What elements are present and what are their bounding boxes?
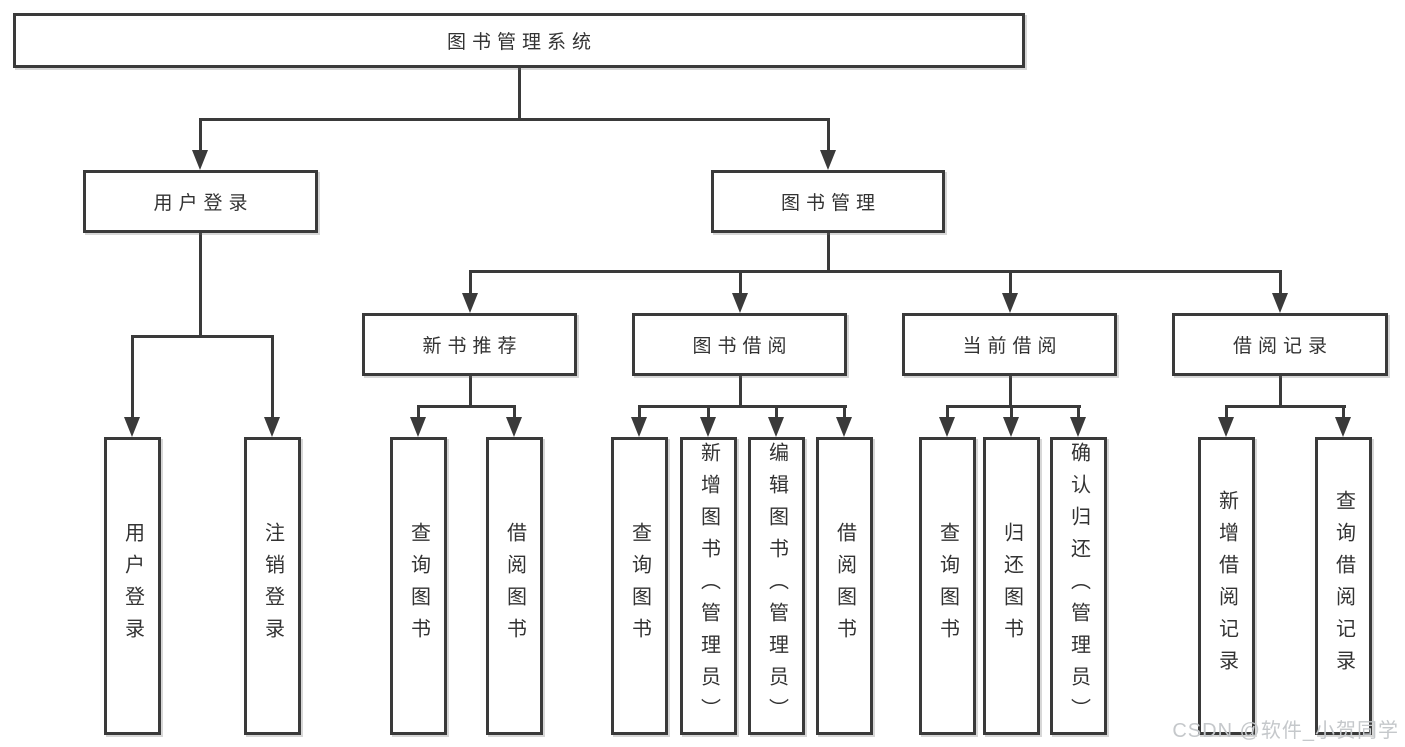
connector-line [946,405,1081,408]
leaf-add-borrow-record-label: 新增借阅记录 [1215,490,1238,682]
leaf-query-book-recommend: 查询图书 [390,437,447,735]
arrow-down-icon [1218,417,1234,437]
connector-line [131,335,274,338]
arrow-down-icon [506,417,522,437]
leaf-borrow-book-recommend-label: 借阅图书 [503,522,526,650]
connector-line [513,405,516,421]
node-borrow-records-label: 借阅记录 [1232,336,1333,357]
arrow-down-icon [732,293,748,313]
arrow-down-icon [1002,293,1018,313]
connector-line [739,374,742,408]
node-book-management: 图书管理 [711,170,945,233]
connector-line [518,66,521,121]
leaf-borrow-book-recommend: 借阅图书 [486,437,543,735]
connector-line [946,405,949,421]
node-borrow-records: 借阅记录 [1172,313,1388,376]
connector-line [417,405,420,421]
connector-line [417,405,516,408]
leaf-logout: 注销登录 [244,437,301,735]
connector-line [1010,405,1013,421]
node-user-login-label: 用户登录 [153,193,254,214]
leaf-logout-label: 注销登录 [261,522,284,650]
leaf-add-borrow-record: 新增借阅记录 [1198,437,1255,735]
connector-line [199,118,202,154]
node-new-book-recommend-label: 新书推荐 [422,336,523,357]
leaf-confirm-return-admin-label: 确认归还（管理员） [1067,442,1090,730]
connector-line [739,270,742,297]
arrow-down-icon [939,417,955,437]
connector-line [707,405,710,421]
arrow-down-icon [124,417,140,437]
arrow-down-icon [1335,417,1351,437]
node-current-borrow-label: 当前借阅 [962,336,1063,357]
watermark: CSDN @软件_小贺同学 [1172,720,1399,742]
leaf-query-borrow-record-label: 查询借阅记录 [1332,490,1355,682]
node-user-login: 用户登录 [83,170,318,233]
arrow-down-icon [1003,417,1019,437]
connector-line [843,405,846,421]
leaf-borrow-book: 借阅图书 [816,437,873,735]
node-book-borrow: 图书借阅 [632,313,847,376]
node-book-borrow-label: 图书借阅 [692,336,793,357]
connector-line [469,374,472,408]
connector-line [827,118,830,154]
node-root-label: 图书管理系统 [446,32,597,53]
leaf-return-book: 归还图书 [983,437,1040,735]
arrow-down-icon [768,417,784,437]
connector-line [1009,270,1012,297]
leaf-add-book-admin-label: 新增图书（管理员） [697,442,720,730]
node-root: 图书管理系统 [13,13,1025,68]
connector-line [469,270,1282,273]
connector-line [775,405,778,421]
leaf-return-book-label: 归还图书 [1000,522,1023,650]
leaf-confirm-return-admin: 确认归还（管理员） [1050,437,1107,735]
connector-line [199,118,830,121]
leaf-query-borrow-record: 查询借阅记录 [1315,437,1372,735]
arrow-down-icon [462,293,478,313]
connector-line [1009,374,1012,408]
node-current-borrow: 当前借阅 [902,313,1117,376]
connector-line [271,335,274,421]
leaf-query-book-recommend-label: 查询图书 [407,522,430,650]
leaf-borrow-book-label: 借阅图书 [833,522,856,650]
arrow-down-icon [192,150,208,170]
arrow-down-icon [1070,417,1086,437]
arrow-down-icon [410,417,426,437]
arrow-down-icon [700,417,716,437]
connector-line [1225,405,1346,408]
arrow-down-icon [820,150,836,170]
connector-line [1279,270,1282,297]
node-book-management-label: 图书管理 [780,193,881,214]
connector-line [199,231,202,338]
node-new-book-recommend: 新书推荐 [362,313,577,376]
leaf-add-book-admin: 新增图书（管理员） [680,437,737,735]
connector-line [638,405,641,421]
arrow-down-icon [631,417,647,437]
leaf-user-login: 用户登录 [104,437,161,735]
connector-line [469,270,472,297]
leaf-query-book-current: 查询图书 [919,437,976,735]
arrow-down-icon [836,417,852,437]
connector-line [827,231,830,273]
leaf-edit-book-admin-label: 编辑图书（管理员） [765,442,788,730]
leaf-edit-book-admin: 编辑图书（管理员） [748,437,805,735]
connector-line [1279,374,1282,408]
leaf-query-book-borrow-label: 查询图书 [628,522,651,650]
connector-line [1342,405,1345,421]
leaf-query-book-current-label: 查询图书 [936,522,959,650]
connector-line [131,335,134,421]
arrow-down-icon [1272,293,1288,313]
leaf-user-login-label: 用户登录 [121,522,144,650]
connector-line [1225,405,1228,421]
arrow-down-icon [264,417,280,437]
leaf-query-book-borrow: 查询图书 [611,437,668,735]
connector-line [638,405,847,408]
connector-line [1077,405,1080,421]
